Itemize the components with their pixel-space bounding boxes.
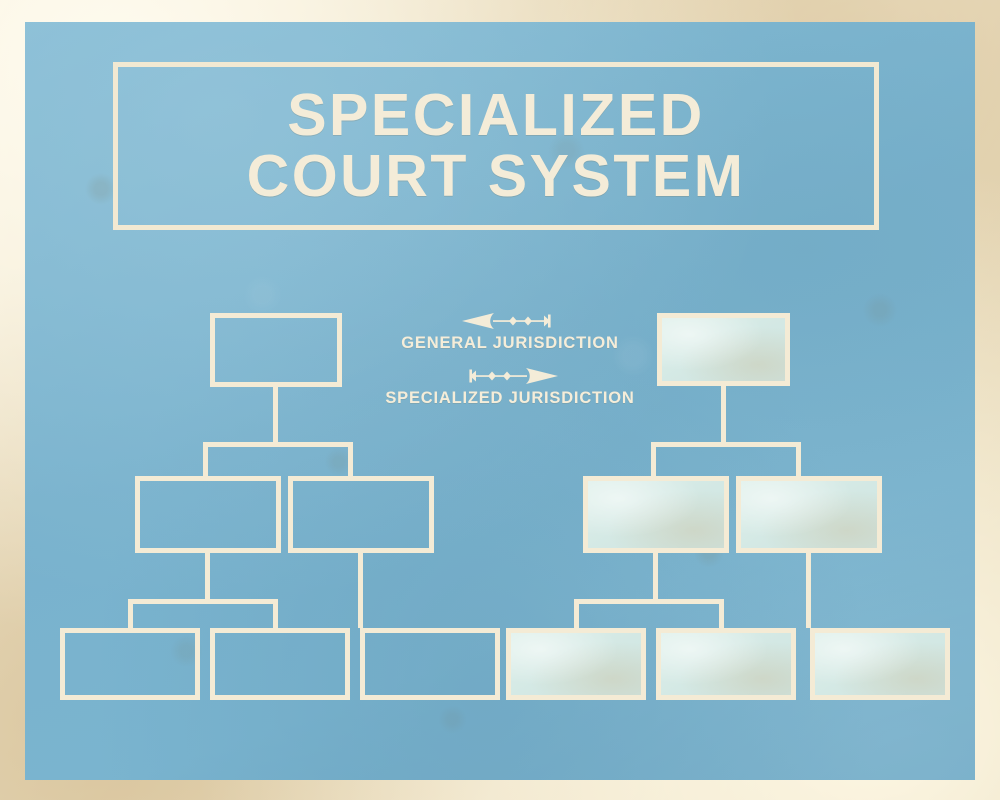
arrow-left-ornament-icon bbox=[365, 310, 655, 332]
node-label bbox=[293, 481, 429, 548]
connector-left-leaf2-drop bbox=[273, 599, 278, 628]
court-system-diagram bbox=[25, 22, 975, 780]
connector-right-mid2-stem bbox=[806, 553, 811, 628]
connector-left-leaf1-drop bbox=[128, 599, 133, 628]
legend-label-specialized-jurisdiction: SPECIALIZED JURISDICTION bbox=[385, 389, 635, 407]
node-general-mid-1[interactable] bbox=[135, 476, 281, 553]
title-frame: SPECIALIZED COURT SYSTEM bbox=[113, 62, 879, 230]
node-label bbox=[815, 633, 945, 695]
node-general-root[interactable] bbox=[210, 313, 342, 387]
connector-left-mid1-drop bbox=[203, 442, 208, 476]
connector-right-root-stem bbox=[721, 386, 726, 442]
node-specialized-mid-2[interactable] bbox=[736, 476, 882, 553]
node-label bbox=[215, 318, 337, 382]
node-specialized-leaf-2[interactable] bbox=[656, 628, 796, 700]
connector-right-mid1-stem bbox=[653, 553, 658, 599]
connector-right-leaf1-drop bbox=[574, 599, 579, 628]
node-label bbox=[65, 633, 195, 695]
connector-left-mid2-drop bbox=[348, 442, 353, 476]
node-general-leaf-1[interactable] bbox=[60, 628, 200, 700]
connector-left-mid1-bus bbox=[128, 599, 278, 604]
node-specialized-leaf-3[interactable] bbox=[810, 628, 950, 700]
legend-item-specialized-jurisdiction: SPECIALIZED JURISDICTION bbox=[365, 365, 655, 408]
connector-right-leaf2-drop bbox=[719, 599, 724, 628]
node-specialized-mid-1[interactable] bbox=[583, 476, 729, 553]
connector-left-mid2-stem bbox=[358, 553, 363, 628]
page-title-line-1: SPECIALIZED bbox=[287, 82, 705, 149]
node-general-mid-2[interactable] bbox=[288, 476, 434, 553]
connector-left-root-stem bbox=[273, 387, 278, 442]
arrow-right-ornament-icon bbox=[365, 365, 655, 387]
node-label bbox=[511, 633, 641, 695]
node-label bbox=[140, 481, 276, 548]
connector-right-root-bus bbox=[651, 442, 801, 447]
poster-blue-field: SPECIALIZED COURT SYSTEM bbox=[25, 22, 975, 780]
node-label bbox=[741, 481, 877, 548]
page-title-line-2: COURT SYSTEM bbox=[246, 143, 746, 209]
legend-item-general-jurisdiction: GENERAL JURISDICTION bbox=[365, 310, 655, 353]
connector-left-root-bus bbox=[203, 442, 353, 447]
legend: GENERAL JURISDICTION bbox=[365, 310, 655, 420]
node-general-leaf-2[interactable] bbox=[210, 628, 350, 700]
connector-right-mid1-drop bbox=[651, 442, 656, 476]
node-label bbox=[215, 633, 345, 695]
node-label bbox=[588, 481, 724, 548]
connector-left-mid1-stem bbox=[205, 553, 210, 599]
connector-right-mid1-bus bbox=[574, 599, 724, 604]
connector-right-mid2-drop bbox=[796, 442, 801, 476]
node-general-leaf-3[interactable] bbox=[360, 628, 500, 700]
node-label bbox=[365, 633, 495, 695]
node-label bbox=[661, 633, 791, 695]
node-specialized-leaf-1[interactable] bbox=[506, 628, 646, 700]
legend-label-general-jurisdiction: GENERAL JURISDICTION bbox=[401, 334, 619, 352]
node-label bbox=[662, 318, 785, 381]
node-specialized-root[interactable] bbox=[657, 313, 790, 386]
